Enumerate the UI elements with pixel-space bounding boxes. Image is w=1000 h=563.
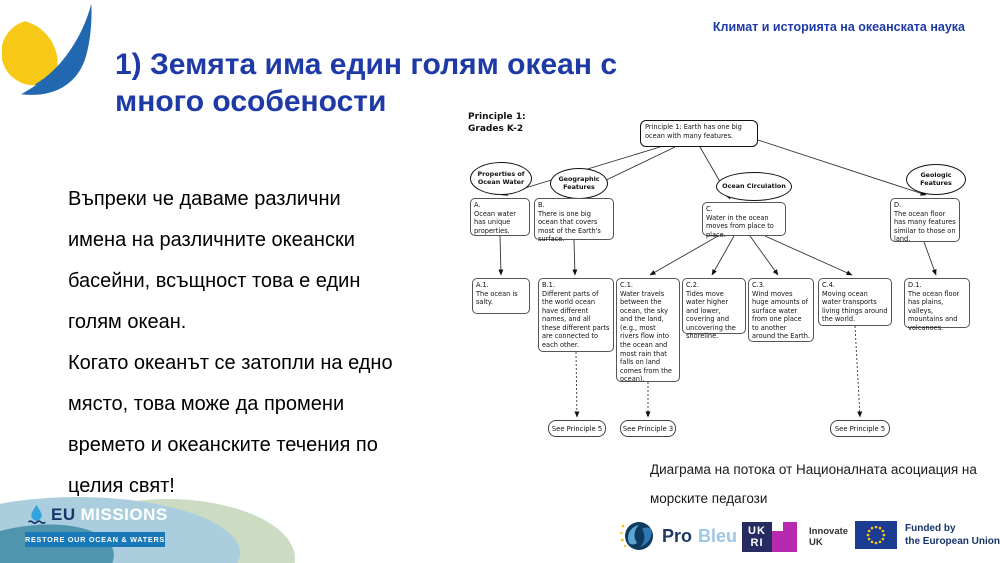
probleu-pro-text: Pro (662, 525, 693, 546)
probleu-stars (620, 524, 627, 548)
diagram-node-c4: C.4.Moving ocean water transports living… (818, 278, 892, 326)
eu-missions-logo: EU MISSIONS RESTORE OUR OCEAN & WATERS (0, 493, 320, 563)
node-text: The ocean floor has plains, valleys, mou… (908, 289, 960, 332)
slide-title-line2: много особености (115, 85, 387, 118)
node-id: C.3. (752, 281, 765, 289)
restore-ocean-banner: RESTORE OUR OCEAN & WATERS (25, 532, 165, 547)
diagram-grade-label: Principle 1: Grades K-2 (468, 112, 526, 135)
node-id: B. (538, 201, 545, 209)
slide-kicker: Климат и историята на океанската наука (712, 20, 965, 34)
diagram-grade-label-line1: Principle 1: (468, 112, 526, 122)
body-line: Въпреки че даваме различни (68, 188, 341, 210)
water-drop-waves-icon (27, 505, 46, 525)
node-text: The ocean is salty. (476, 289, 518, 307)
diagram-node-b1: B.1.Different parts of the world ocean h… (538, 278, 614, 352)
diagram-node-c1: C.1.Water travels between the ocean, the… (616, 278, 680, 384)
probleu-bleu-text: Bleu (698, 525, 738, 546)
node-text: There is one big ocean that covers most … (538, 209, 601, 244)
eu-funding-logo: Funded by the European Union (855, 521, 1000, 549)
node-text: Moving ocean water transports living thi… (822, 289, 888, 324)
ukri-square-icon: UK RI (742, 522, 772, 552)
ukri-uk-text: UK (748, 525, 766, 537)
body-line: басейни, всъщност това е един (68, 270, 361, 292)
node-id: A.1. (476, 281, 489, 289)
probleu-globe-icon (620, 522, 653, 550)
body-line: целия свят! (68, 475, 175, 497)
wave-moon-logo-icon (2, 4, 92, 95)
node-text: The ocean floor has many features simila… (894, 209, 956, 244)
node-text: Wind moves huge amounts of surface water… (752, 289, 810, 341)
node-id: B.1. (542, 281, 555, 289)
funded-line1: Funded by (905, 523, 956, 534)
eu-missions-eu-text: EU (51, 505, 76, 524)
node-id: C. (706, 205, 713, 213)
diagram-node-d1: D.1.The ocean floor has plains, valleys,… (904, 278, 970, 332)
see-principle-5-link: See Principle 5 (548, 420, 606, 437)
diagram-node-c: C.Water in the ocean moves from place to… (702, 202, 786, 239)
diagram-root-node: Principle 1: Earth has one big ocean wit… (640, 120, 758, 147)
node-id: C.2. (686, 281, 699, 289)
see-principle-3-link: See Principle 3 (620, 420, 676, 437)
ukri-ri-text: RI (750, 537, 764, 549)
node-id: C.4. (822, 281, 835, 289)
node-id: C.1. (620, 281, 633, 289)
ocean-principle-flow-diagram: Principle 1: Grades K-2 Principle 1: Ear… (460, 110, 1000, 455)
diagram-node-c2: C.2.Tides move water higher and lower, c… (682, 278, 746, 340)
diagram-node-a1: A.1.The ocean is salty. (472, 278, 530, 314)
funded-line2: the European Union (905, 536, 1000, 547)
funded-by-text: Funded by the European Union (905, 521, 1000, 548)
eu-flag-icon (855, 521, 897, 549)
node-id: A. (474, 201, 481, 209)
node-text: Ocean water has unique properties. (474, 209, 516, 235)
node-id: D. (894, 201, 902, 209)
category-properties-of-ocean-water: Properties of Ocean Water (470, 162, 532, 195)
body-line: времето и океанските течения по (68, 434, 378, 456)
see-principle-5-link: See Principle 5 (830, 420, 890, 437)
innovate-line2: UK (809, 537, 823, 548)
innovate-line1: Innovate (809, 526, 849, 537)
body-line: място, това може да промени (68, 393, 345, 415)
node-id: D.1. (908, 281, 922, 289)
diagram-node-c3: C.3.Wind moves huge amounts of surface w… (748, 278, 814, 342)
node-text: Tides move water higher and lower, cover… (686, 289, 736, 341)
slide-title-line1: 1) Земята има един голям океан с (115, 48, 618, 81)
category-geologic-features: Geologic Features (906, 164, 966, 195)
category-ocean-circulation: Ocean Circulation (716, 172, 792, 201)
diagram-node-d: D.The ocean floor has many features simi… (890, 198, 960, 244)
slide-title: 1) Земята има един голям океан с много о… (115, 46, 617, 120)
node-text: Different parts of the world ocean have … (542, 289, 610, 349)
diagram-node-a: A.Ocean water has unique properties. (470, 198, 530, 236)
innovate-uk-text: Innovate UK (809, 522, 848, 548)
category-geographic-features: Geographic Features (550, 168, 608, 199)
ukri-innovate-uk-logo: UK RI Innovate UK (742, 522, 848, 552)
diagram-grade-label-line2: Grades K-2 (468, 123, 524, 134)
diagram-caption: Диаграма на потока от Националната асоци… (650, 462, 977, 506)
node-text: Water travels between the ocean, the sky… (620, 289, 672, 384)
body-line: голям океан. (68, 311, 187, 333)
body-line: имена на различните океански (68, 229, 355, 251)
body-line: Когато океанът се затопли на едно (68, 352, 393, 374)
diagram-node-b: B.There is one big ocean that covers mos… (534, 198, 614, 243)
ukri-magenta-shape-icon (772, 522, 797, 552)
node-text: Water in the ocean moves from place to p… (706, 213, 774, 239)
body-text: Въпреки че даваме различни имена на разл… (68, 179, 393, 507)
eu-missions-missions-text: MISSIONS (80, 505, 168, 524)
